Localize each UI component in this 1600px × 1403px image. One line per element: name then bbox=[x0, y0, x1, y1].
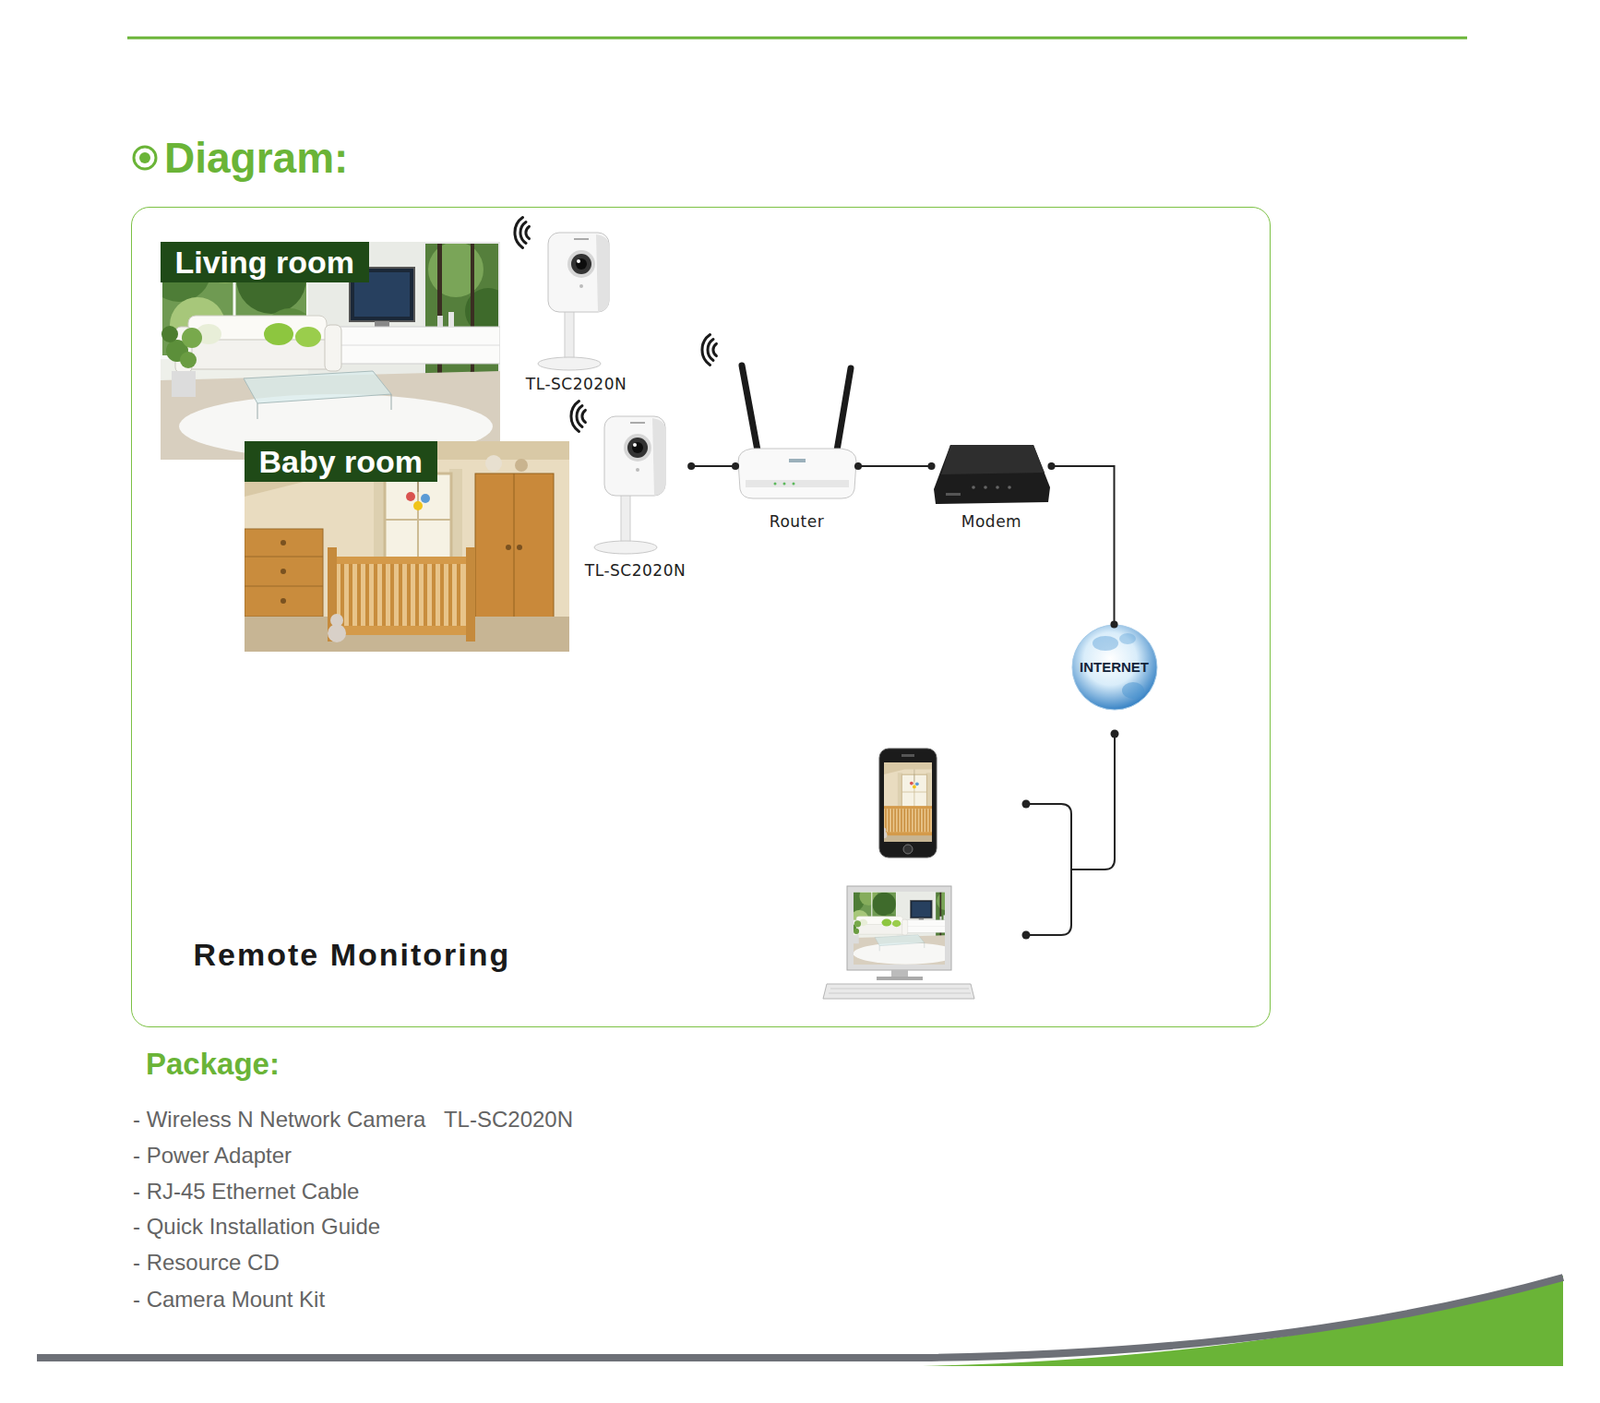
router-icon bbox=[774, 482, 777, 486]
package-item: - Power Adapter bbox=[132, 1142, 292, 1169]
network-cable bbox=[691, 465, 736, 467]
modem-device: Modem bbox=[931, 441, 1052, 531]
camera-icon bbox=[571, 401, 666, 554]
computer-icon bbox=[853, 891, 945, 965]
smartphone-icon bbox=[883, 762, 932, 842]
connection-dot bbox=[1022, 729, 1120, 940]
header-rule bbox=[127, 36, 1468, 40]
computer-icon bbox=[828, 988, 971, 993]
label-row: - Quick Installation Guide bbox=[132, 1213, 381, 1240]
label-row: - Resource CD bbox=[132, 1249, 280, 1276]
router-icon bbox=[792, 482, 796, 486]
router-icon bbox=[745, 479, 849, 488]
remote-wiring bbox=[1026, 733, 1115, 935]
label-row: Package: bbox=[145, 1045, 280, 1083]
smartphone-icon bbox=[903, 844, 913, 854]
node-label: Baby room bbox=[244, 441, 439, 482]
network-cable bbox=[858, 465, 932, 467]
router-icon bbox=[836, 368, 851, 451]
computer-icon bbox=[876, 976, 923, 980]
modem-icon bbox=[933, 444, 1051, 504]
label-row: - Power Adapter bbox=[132, 1142, 292, 1169]
router-icon bbox=[741, 365, 758, 451]
smartphone-icon bbox=[883, 762, 932, 842]
camera-icon bbox=[514, 217, 609, 371]
node-label: Remote Monitoring bbox=[193, 935, 512, 973]
package-item: - Camera Mount Kit bbox=[132, 1286, 325, 1313]
room-photo-panel: Living room bbox=[160, 241, 501, 460]
modem-icon bbox=[995, 485, 1000, 490]
modem-icon bbox=[1007, 485, 1012, 490]
internet-globe bbox=[1072, 624, 1158, 710]
modem-icon bbox=[971, 485, 976, 490]
internet-circle: INTERNET bbox=[1072, 624, 1158, 710]
router-icon bbox=[738, 448, 857, 499]
label-row: - Wireless N Network Camera TL-SC2020N bbox=[132, 1106, 574, 1133]
node-label: INTERNET bbox=[1079, 658, 1149, 676]
label-row: - Camera Mount Kit bbox=[132, 1286, 325, 1313]
section-heading: Package: bbox=[145, 1045, 280, 1083]
connection-dot bbox=[1022, 800, 1031, 809]
router-icon bbox=[702, 334, 717, 366]
router-device: Router bbox=[735, 362, 859, 531]
footer-swoosh bbox=[36, 1277, 1564, 1358]
footer-swoosh bbox=[36, 1275, 1564, 1366]
node-label: TL-SC2020N bbox=[525, 374, 627, 394]
internet-globe bbox=[1122, 681, 1145, 699]
modem-icon bbox=[933, 444, 1051, 504]
computer-icon bbox=[823, 885, 975, 999]
remote-wiring bbox=[1026, 733, 1115, 935]
network-cable bbox=[1051, 465, 1115, 625]
baby-room-photo bbox=[244, 441, 570, 652]
label-row: - RJ-45 Ethernet Cable bbox=[132, 1178, 359, 1205]
camera-icon bbox=[571, 401, 666, 554]
modem-icon bbox=[983, 485, 988, 490]
package-item: - Resource CD bbox=[132, 1249, 280, 1276]
camera-device: TL-SC2020N bbox=[579, 413, 692, 580]
connection-dot bbox=[1110, 729, 1120, 739]
room-photo-panel: Baby room bbox=[244, 441, 570, 652]
smartphone-icon bbox=[901, 753, 915, 757]
connection-dot bbox=[1022, 931, 1031, 940]
smartphone-icon bbox=[883, 762, 932, 842]
camera-device: TL-SC2020N bbox=[520, 229, 633, 394]
living-room-photo bbox=[160, 241, 501, 460]
diagram-frame: Remote Monitoring Living roomTL-SC2020N Ba… bbox=[131, 206, 1271, 1027]
modem-icon bbox=[941, 444, 1045, 475]
modem-icon bbox=[945, 492, 961, 496]
node-label: TL-SC2020N bbox=[585, 561, 686, 580]
page-title: Diagram: bbox=[164, 133, 348, 182]
living-room-photo bbox=[160, 241, 501, 460]
computer-icon bbox=[823, 983, 975, 999]
computer-icon bbox=[853, 891, 945, 965]
computer-icon bbox=[891, 969, 908, 978]
internet-globe bbox=[1119, 632, 1136, 645]
title-bullet bbox=[133, 146, 156, 169]
computer-icon bbox=[853, 891, 945, 965]
router-icon bbox=[788, 458, 806, 463]
node-label: Router bbox=[769, 512, 824, 531]
internet-globe bbox=[1072, 624, 1158, 710]
title-bullet bbox=[139, 152, 151, 164]
camera-icon bbox=[514, 217, 609, 371]
title-bullet bbox=[133, 146, 156, 169]
package-item: - Wireless N Network Camera TL-SC2020N bbox=[132, 1106, 574, 1133]
baby-room-photo bbox=[244, 441, 570, 652]
package-item: - Quick Installation Guide bbox=[132, 1213, 381, 1240]
smartphone-icon bbox=[848, 748, 972, 858]
router-icon bbox=[702, 334, 857, 499]
internet-globe bbox=[1092, 635, 1119, 651]
node-label: Modem bbox=[961, 512, 1022, 531]
node-label: Living room bbox=[160, 241, 371, 283]
package-item: - RJ-45 Ethernet Cable bbox=[132, 1178, 359, 1205]
router-icon bbox=[783, 482, 787, 486]
title-holder: Diagram: bbox=[164, 133, 348, 182]
